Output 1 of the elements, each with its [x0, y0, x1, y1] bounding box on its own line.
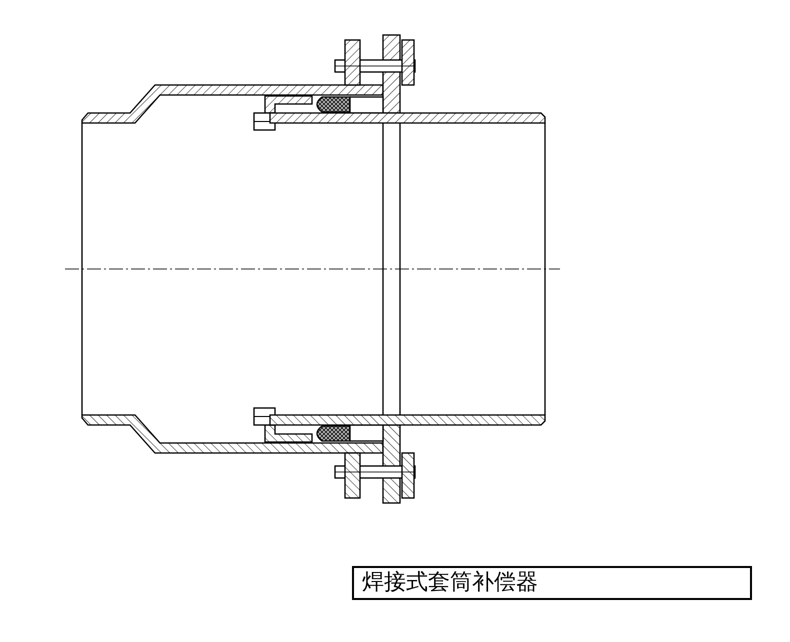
title-block: 焊接式套筒补偿器 — [352, 566, 752, 600]
